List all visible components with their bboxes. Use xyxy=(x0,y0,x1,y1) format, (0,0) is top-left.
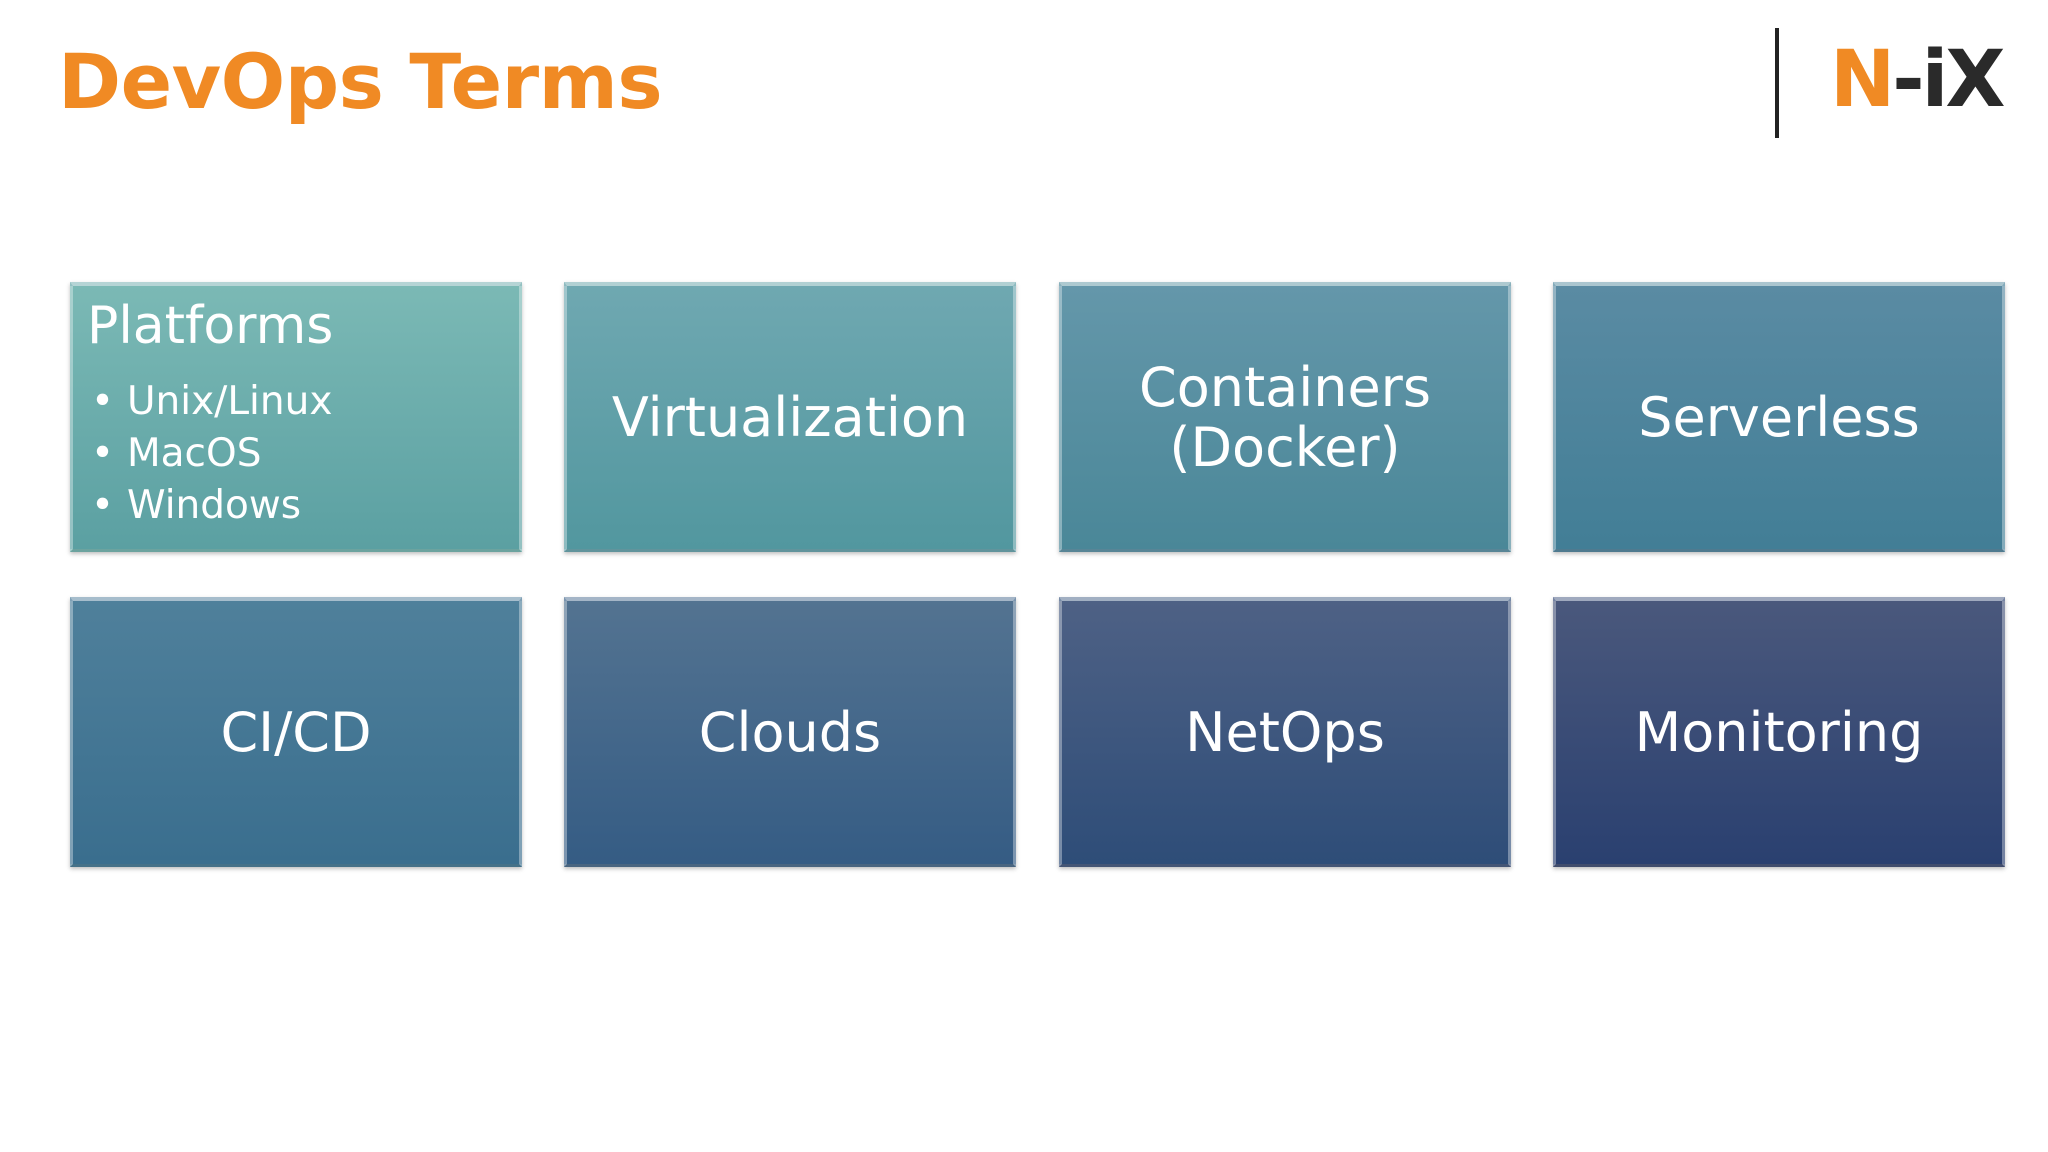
logo-dash: - xyxy=(1892,35,1924,125)
tile-virtualization: Virtualization xyxy=(564,282,1016,552)
tile-label: NetOps xyxy=(1185,700,1385,764)
tile-label: Serverless xyxy=(1638,385,1920,449)
tile-cicd: CI/CD xyxy=(70,597,522,867)
tile-clouds: Clouds xyxy=(564,597,1016,867)
tile-label: CI/CD xyxy=(220,700,372,764)
n-ix-logo: N-iX xyxy=(1830,40,2006,120)
logo-ix: iX xyxy=(1921,35,2006,125)
terms-grid: Platforms • Unix/Linux • MacOS • Windows Vi… xyxy=(70,282,2005,868)
list-item: • Windows xyxy=(89,480,332,532)
tile-label: Clouds xyxy=(698,700,882,764)
tile-containers: Containers (Docker) xyxy=(1059,282,1511,552)
platform-macos: MacOS xyxy=(127,431,262,476)
tile-monitoring: Monitoring xyxy=(1553,597,2005,867)
tile-platforms: Platforms • Unix/Linux • MacOS • Windows xyxy=(70,282,522,552)
tile-label: Monitoring xyxy=(1634,700,1924,764)
logo-divider xyxy=(1775,28,1779,138)
list-item: • Unix/Linux xyxy=(89,376,332,428)
platform-unix-linux: Unix/Linux xyxy=(127,379,333,424)
slide-title: DevOps Terms xyxy=(58,37,663,126)
tile-label: Virtualization xyxy=(611,385,969,449)
platforms-title: Platforms xyxy=(87,296,334,356)
tile-label: Containers (Docker) xyxy=(1138,355,1432,479)
bullet-icon: • xyxy=(91,431,115,476)
tile-serverless: Serverless xyxy=(1553,282,2005,552)
logo-n: N xyxy=(1830,35,1895,125)
bullet-icon: • xyxy=(91,379,115,424)
list-item: • MacOS xyxy=(89,428,332,480)
platform-windows: Windows xyxy=(127,483,302,528)
platforms-list: • Unix/Linux • MacOS • Windows xyxy=(89,376,332,532)
bullet-icon: • xyxy=(91,483,115,528)
tile-netops: NetOps xyxy=(1059,597,1511,867)
